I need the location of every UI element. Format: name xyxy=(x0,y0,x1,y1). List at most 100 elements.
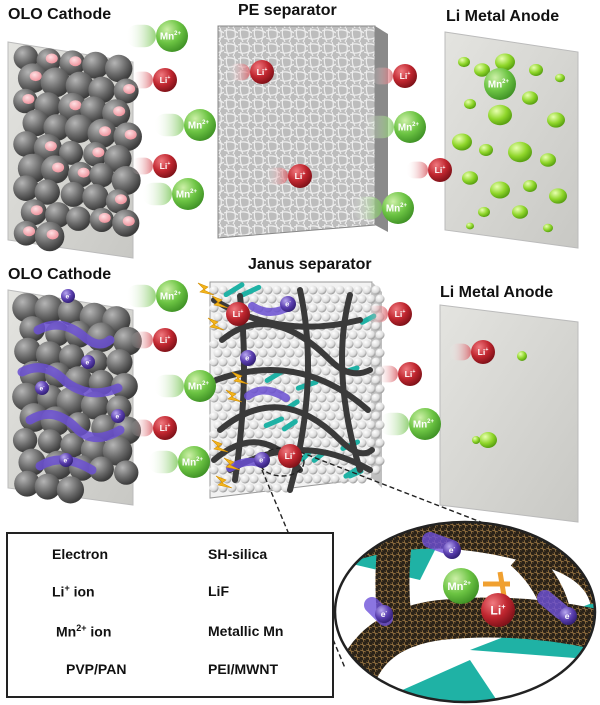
sh-silica-sphere xyxy=(213,330,223,340)
e-ion: e- xyxy=(111,409,125,423)
cathode-particle xyxy=(82,51,110,79)
pvp-pan-fiber xyxy=(263,416,285,429)
svg-text:e-: e- xyxy=(39,383,45,392)
lif-particle xyxy=(29,71,42,82)
sh-silica-sphere xyxy=(357,420,367,430)
li-ion: Li+ xyxy=(131,328,177,352)
sh-silica-sphere xyxy=(281,285,291,295)
sh-silica-sphere xyxy=(362,393,372,403)
mn-ion: Mn2+ xyxy=(126,20,188,52)
sh-silica-sphere xyxy=(312,402,322,412)
metallic-mn-drop xyxy=(547,112,565,128)
e-ion: e- xyxy=(375,605,393,623)
sh-silica-sphere xyxy=(308,429,318,439)
sh-silica-sphere xyxy=(371,321,381,331)
metallic-mn-drop xyxy=(464,98,476,110)
metallic-mn-drop xyxy=(543,223,553,233)
sh-silica-sphere xyxy=(321,312,331,322)
sh-silica-sphere xyxy=(353,285,363,295)
sh-silica-sphere xyxy=(267,474,277,484)
sh-silica-sphere xyxy=(371,357,381,367)
cathode-particle xyxy=(12,428,38,453)
sh-silica-sphere xyxy=(281,339,291,349)
sh-silica-sphere xyxy=(326,465,336,475)
sh-silica-sphere xyxy=(371,339,381,349)
cathode-particle xyxy=(34,294,64,325)
sh-silica-sphere xyxy=(218,411,228,421)
metallic-mn-drop xyxy=(495,53,515,71)
e-ion: e- xyxy=(81,355,95,369)
sh-silica-sphere xyxy=(366,456,376,466)
sh-silica-sphere xyxy=(290,375,300,385)
cathode-particle xyxy=(37,429,63,454)
cathode-particle xyxy=(35,341,64,369)
svg-text:Li+: Li+ xyxy=(400,71,411,81)
sh-silica-sphere xyxy=(321,474,331,484)
cathode-particle xyxy=(19,316,46,342)
sh-silica-sphere xyxy=(330,294,340,304)
sh-silica-sphere xyxy=(348,402,358,412)
sh-silica-sphere xyxy=(290,339,300,349)
sh-silica-sphere xyxy=(312,384,322,394)
sh-silica-sphere xyxy=(290,285,300,295)
sh-silica-sphere xyxy=(335,465,345,475)
top-anode-title: Li Metal Anode xyxy=(446,8,560,25)
sh-silica-sphere xyxy=(357,438,367,448)
lightning-bolt xyxy=(197,282,215,296)
cathode-particle xyxy=(58,344,85,370)
cathode-particle xyxy=(22,109,50,137)
cathode-particle xyxy=(14,470,41,497)
sh-silica-sphere xyxy=(335,411,345,421)
svg-text:Li+: Li+ xyxy=(160,75,171,85)
sh-silica-sphere xyxy=(312,366,322,376)
pvp-pan-fiber xyxy=(281,419,298,432)
svg-text:Li+: Li+ xyxy=(160,335,171,345)
legend-mn-ion: Mn2+ ion xyxy=(56,623,112,640)
lightning-bolt xyxy=(207,317,225,331)
lif-particle xyxy=(114,194,127,205)
mn-ion: Mn2+ xyxy=(154,109,216,141)
sh-silica-sphere xyxy=(317,465,327,475)
li-ion: Li+ xyxy=(131,416,177,440)
mn-ion: Mn2+ xyxy=(352,192,414,224)
bottom-separator-title: Janus separator xyxy=(248,256,372,273)
metallic-mn-drop xyxy=(478,206,490,218)
sh-silica-sphere xyxy=(312,438,322,448)
lightning-bolt xyxy=(215,475,233,489)
sh-silica-sphere xyxy=(231,402,241,412)
sh-silica-sphere xyxy=(375,402,385,412)
sh-silica-sphere xyxy=(353,411,363,421)
sh-silica-sphere xyxy=(375,456,385,466)
sh-silica-sphere xyxy=(263,357,273,367)
top-anode xyxy=(444,31,579,249)
sh-silica-sphere xyxy=(371,411,381,421)
svg-text:Mn2+: Mn2+ xyxy=(488,79,510,90)
cathode-particle xyxy=(14,337,42,365)
svg-text:e-: e- xyxy=(259,455,265,464)
svg-text:Mn2+: Mn2+ xyxy=(188,381,210,392)
metallic-mn-drop xyxy=(549,188,567,204)
lif-particle xyxy=(30,205,43,216)
sh-silica-sphere xyxy=(321,366,331,376)
sh-silica-sphere xyxy=(272,285,282,295)
sh-silica-sphere xyxy=(344,339,354,349)
sh-silica-sphere xyxy=(213,402,223,412)
cathode-particle xyxy=(64,114,94,143)
mn-ion: Mn2+ xyxy=(148,446,210,478)
pvp-pan-fiber xyxy=(223,282,245,298)
sh-silica-sphere xyxy=(357,294,367,304)
svg-text:e-: e- xyxy=(245,353,251,362)
sh-silica-sphere xyxy=(281,429,291,439)
sh-silica-sphere xyxy=(348,348,358,358)
sh-silica-sphere xyxy=(348,384,358,394)
metallic-mn-drop xyxy=(540,153,556,167)
metallic-mn-drop xyxy=(490,181,510,199)
lif-particle xyxy=(122,216,135,227)
svg-text:Li+: Li+ xyxy=(285,451,296,461)
lif-particle xyxy=(123,83,136,94)
sh-silica-sphere xyxy=(366,348,376,358)
svg-text:Li+: Li+ xyxy=(257,67,268,77)
sh-silica-sphere xyxy=(263,465,273,475)
lif-particle xyxy=(69,100,82,111)
sh-silica-sphere xyxy=(263,285,273,295)
